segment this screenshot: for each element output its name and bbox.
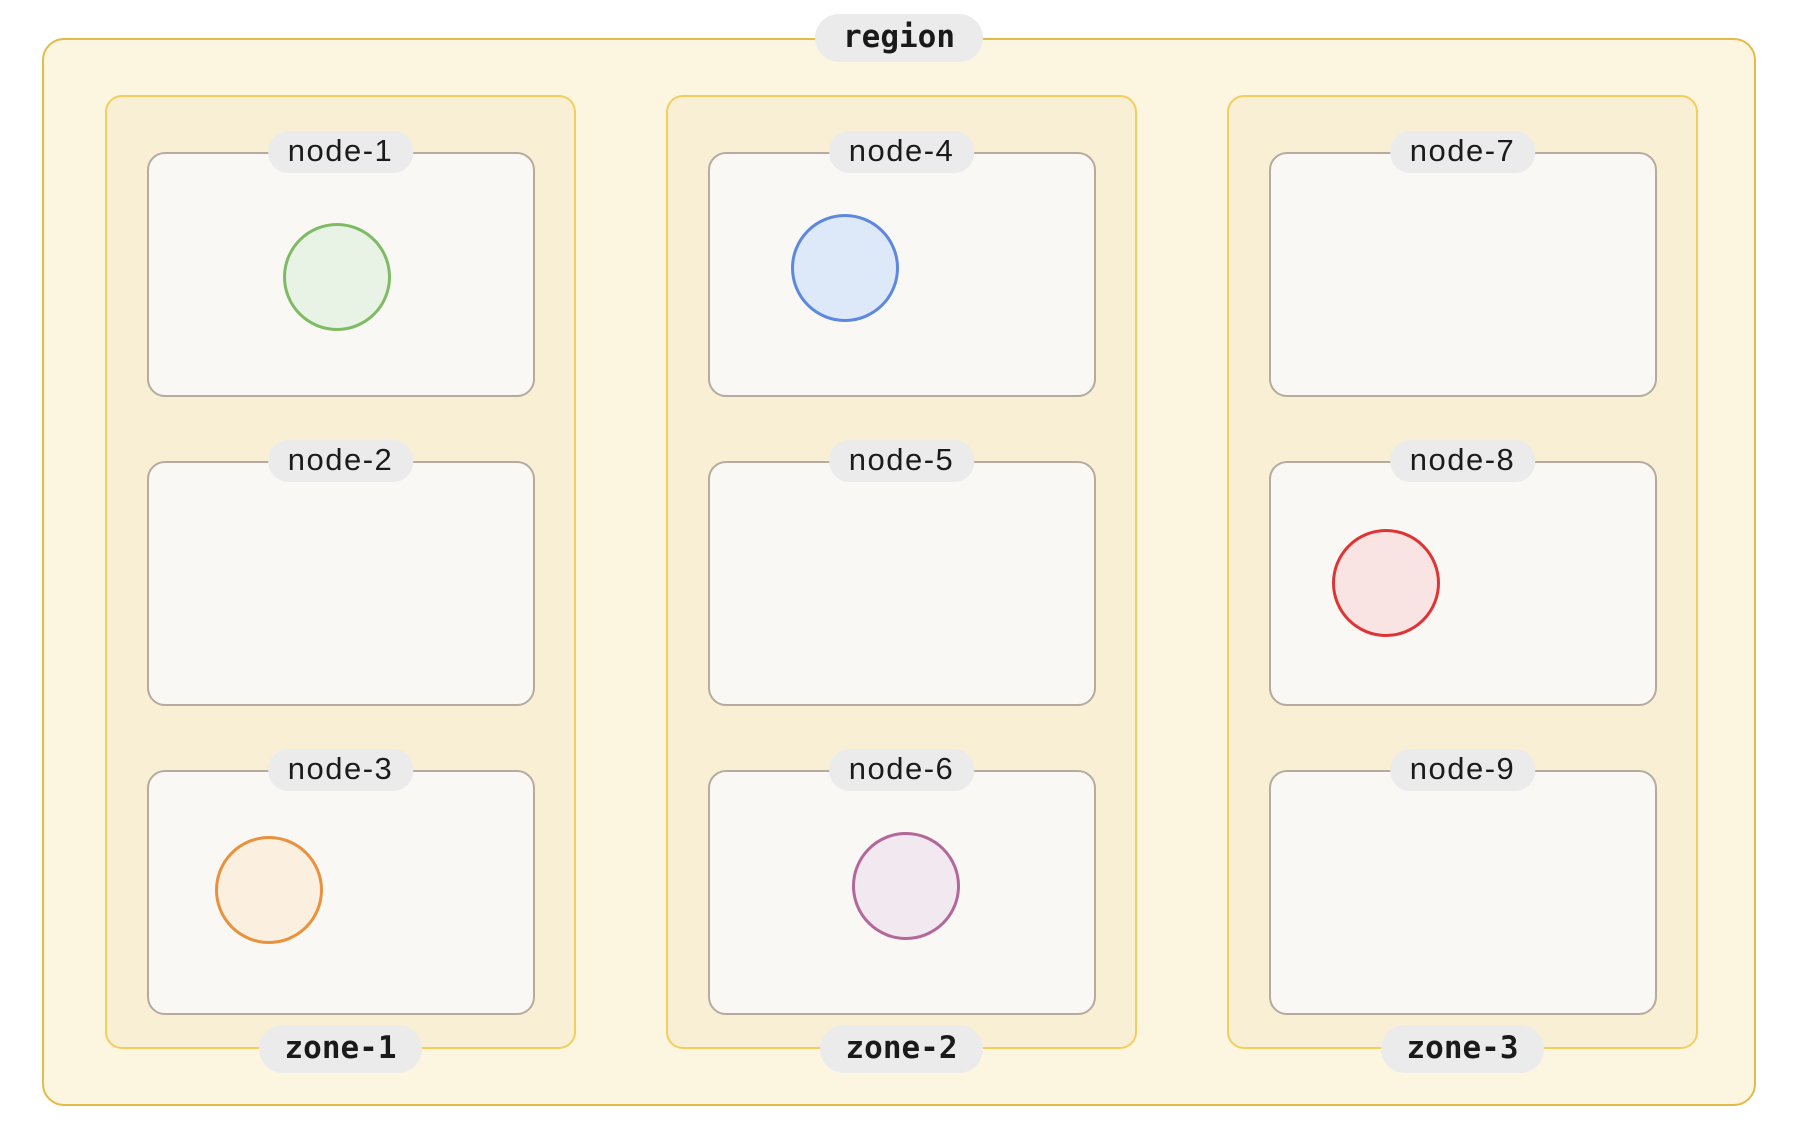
node-box-6: node-6 (707, 749, 1096, 1015)
zone-box-3: node-7 node-8 node-9 zone-3 (1227, 95, 1698, 1073)
node-label: node-6 (828, 749, 975, 791)
node-box-7: node-7 (1268, 131, 1657, 397)
zone-box-2: node-4 node-5 node-6 zone-2 (666, 95, 1137, 1073)
pod-circle-orange (214, 836, 323, 944)
zones-row: node-1 node-2 node-3 zone-1 (44, 40, 1754, 1104)
node-label: node-1 (267, 131, 414, 173)
node-box-4: node-4 (707, 131, 1096, 397)
node-label: node-4 (828, 131, 975, 173)
node-box-8: node-8 (1268, 440, 1657, 706)
node-label: node-2 (267, 440, 414, 482)
zone-label-2: zone-2 (819, 1025, 984, 1073)
region-box: region node-1 node-2 node-3 (42, 14, 1756, 1106)
node-box-3: node-3 (146, 749, 535, 1015)
zone-1-nodes: node-1 node-2 node-3 (107, 97, 574, 1047)
node-box-1: node-1 (146, 131, 535, 397)
node-label: node-3 (267, 749, 414, 791)
node-box-5: node-5 (707, 440, 1096, 706)
node-box-2: node-2 (146, 440, 535, 706)
node-label: node-7 (1389, 131, 1536, 173)
pod-circle-blue (790, 214, 899, 322)
pod-circle-purple (851, 832, 960, 940)
node-box-9: node-9 (1268, 749, 1657, 1015)
zone-2-nodes: node-4 node-5 node-6 (668, 97, 1135, 1047)
node-label: node-9 (1389, 749, 1536, 791)
region-label: region (815, 14, 983, 62)
pod-circle-green (282, 223, 391, 331)
zone-label-1: zone-1 (258, 1025, 423, 1073)
zone-3-nodes: node-7 node-8 node-9 (1229, 97, 1696, 1047)
zone-label-3: zone-3 (1380, 1025, 1545, 1073)
node-label: node-8 (1389, 440, 1536, 482)
zone-box-1: node-1 node-2 node-3 zone-1 (105, 95, 576, 1073)
pod-circle-red (1331, 529, 1440, 637)
node-label: node-5 (828, 440, 975, 482)
